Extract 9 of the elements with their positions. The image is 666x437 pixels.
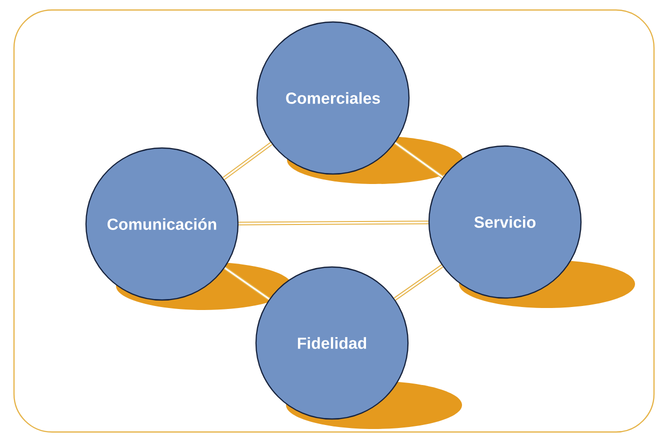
circle-node: Comunicación xyxy=(85,147,239,301)
connector-line xyxy=(394,141,444,179)
circle-node: Comerciales xyxy=(256,21,410,175)
connector-line xyxy=(394,264,444,301)
connector-line xyxy=(224,266,270,301)
connector-line xyxy=(222,142,272,180)
connector-line xyxy=(238,220,428,226)
circle-node: Fidelidad xyxy=(255,266,409,420)
circle-node: Servicio xyxy=(428,145,582,299)
